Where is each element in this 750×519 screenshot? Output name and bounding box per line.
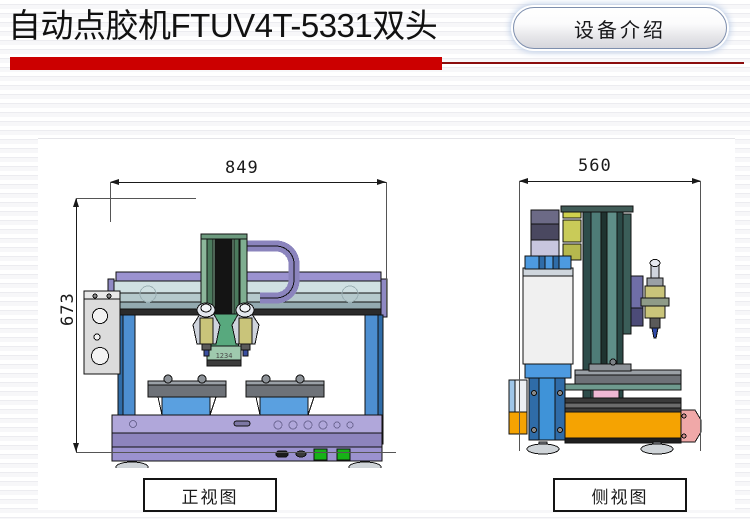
front-width-extension-left [110,182,111,222]
front-height-arrow-bottom [73,443,79,452]
side-width-arrow-right [692,178,701,184]
section-badge-label: 设备介绍 [574,17,666,42]
front-height-dimension-label: 673 [58,292,78,326]
front-view-caption-label: 正视图 [181,487,239,508]
page-title: 自动点胶机FTUV4T-5331双头 [8,7,438,44]
front-view-machine-illustration: 1234 [83,233,388,468]
front-width-arrow-left [110,179,119,185]
side-width-extension-right [700,181,701,451]
header-rule-accent [10,57,442,70]
section-badge[interactable]: 设备介绍 [513,7,727,49]
front-view-drawing: 849 673 [50,148,410,468]
front-height-extension-top [76,198,196,199]
side-view-caption-box: 侧视图 [553,478,687,512]
front-width-dimension-line [110,182,386,183]
side-width-extension-left [519,181,520,451]
side-width-dimension-label: 560 [578,156,612,176]
front-width-arrow-right [377,179,386,185]
side-view-caption-label: 侧视图 [591,487,649,508]
side-width-arrow-left [519,178,528,184]
front-height-dimension-line [76,198,77,452]
side-width-dimension-line [519,181,701,182]
side-view-drawing: 560 [495,148,725,468]
front-width-extension-right [386,182,387,312]
content-panel-edge [38,138,735,139]
front-width-dimension-label: 849 [225,158,259,178]
front-height-arrow-top [73,198,79,207]
page-header: 自动点胶机FTUV4T-5331双头 设备介绍 [0,0,750,62]
front-height-extension-bottom [76,452,396,453]
side-view-machine-illustration [508,205,702,455]
svg-text:1234: 1234 [216,352,233,360]
front-view-caption-box: 正视图 [143,478,277,512]
